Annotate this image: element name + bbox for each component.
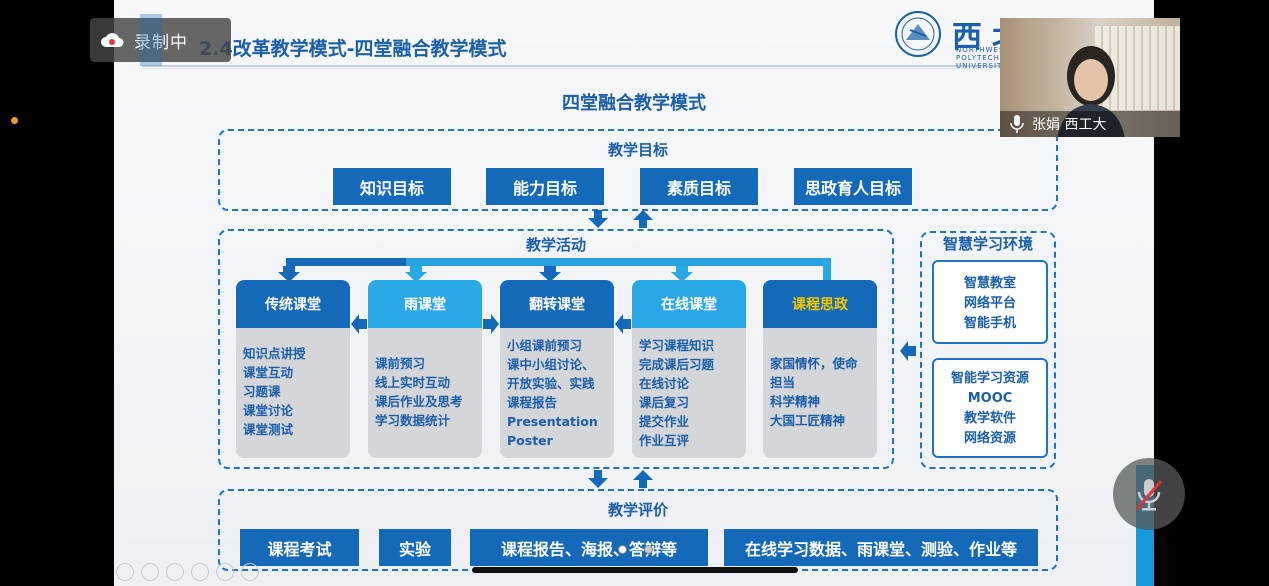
list-item: 智能学习资源 (950, 371, 1029, 386)
evaluation-label: 教学评价 (607, 501, 668, 519)
list-item: 完成课后习题 (639, 357, 715, 372)
list-item: Presentation (507, 414, 598, 429)
list-item: 提交作业 (639, 414, 690, 429)
eval-online-data: 在线学习数据、雨课堂、测验、作业等 (724, 529, 1038, 566)
list-item: 智慧教室 (963, 276, 1016, 291)
list-item: 课前预习 (375, 356, 426, 371)
list-item: 在线讨论 (639, 376, 690, 391)
arrow-left-icon (615, 314, 631, 334)
arrow-down-icon (588, 210, 608, 228)
arrow-right-icon (483, 314, 499, 334)
list-item: 家国情怀，使命 (770, 356, 858, 371)
column-traditional-title: 传统课堂 (236, 280, 350, 328)
arrow-left-icon (351, 314, 367, 334)
column-online-title: 在线课堂 (632, 280, 746, 328)
activities-section (218, 229, 894, 469)
zoom-icon[interactable] (216, 563, 234, 581)
slide-nav-controls[interactable] (116, 563, 259, 581)
horizontal-scrollbar[interactable] (472, 567, 798, 573)
goal-ability: 能力目标 (486, 168, 604, 205)
cloud-icon (100, 32, 124, 48)
column-flipped: 翻转课堂 小组课前预习 课中小组讨论、 开放实验、实践 课程报告 Present… (500, 280, 614, 458)
participant-name-bar: 张娟 西工大 (1000, 111, 1180, 137)
arrow-left-icon (900, 341, 916, 361)
list-item: 习题课 (243, 384, 281, 399)
participant-avatar (1057, 46, 1125, 137)
title-divider (142, 65, 1022, 67)
recording-highlight (140, 14, 162, 66)
list-item: 课程报告 (507, 395, 558, 410)
list-item: 小组课前预习 (507, 338, 583, 353)
slides-icon[interactable] (191, 563, 209, 581)
list-item: 大国工匠精神 (770, 413, 846, 428)
list-item: 科学精神 (770, 394, 821, 409)
microphone-off-icon (1135, 479, 1163, 511)
list-item: 线上实时互动 (375, 375, 451, 390)
list-item: 课堂测试 (243, 422, 294, 437)
arrow-down-icon (588, 470, 608, 488)
participant-name: 张娟 西工大 (1032, 117, 1107, 133)
environment-label: 智慧学习环境 (942, 235, 1033, 253)
list-item: 知识点讲授 (243, 346, 306, 361)
environment-group-hardware: 智慧教室 网络平台 智能手机 (932, 260, 1048, 344)
university-seal-icon (895, 11, 941, 57)
prev-slide-icon[interactable] (116, 563, 134, 581)
recording-indicator[interactable]: 录制中 (90, 14, 231, 66)
slide-title: 2.4改革教学模式-四堂融合教学模式 (199, 38, 507, 60)
recording-label: 录制中 (134, 32, 188, 53)
list-item: 课中小组讨论、 (507, 357, 595, 372)
status-dot (11, 117, 18, 124)
more-icon[interactable] (241, 563, 259, 581)
goal-quality: 素质目标 (640, 168, 758, 205)
list-item: 学习数据统计 (375, 413, 451, 428)
participant-video[interactable]: 张娟 西工大 (1000, 18, 1180, 137)
list-item: 教学软件 (963, 411, 1016, 426)
column-ideological: 课程思政 家国情怀，使命 担当 科学精神 大国工匠精神 (763, 280, 877, 458)
list-item: Poster (507, 433, 553, 448)
title-divider-secondary (142, 68, 1022, 69)
pen-icon[interactable] (166, 563, 184, 581)
column-traditional: 传统课堂 知识点讲授 课堂互动 习题课 课堂讨论 课堂测试 (236, 280, 350, 458)
environment-section (920, 231, 1056, 469)
activities-label: 教学活动 (525, 236, 586, 254)
mute-button[interactable] (1113, 458, 1185, 530)
next-slide-icon[interactable] (141, 563, 159, 581)
list-item: 课后作业及思考 (375, 394, 463, 409)
column-ideological-title: 课程思政 (763, 280, 877, 328)
eval-report: 课程报告、海报、答辩等 (470, 529, 708, 566)
column-rain-classroom: 雨课堂 课前预习 线上实时互动 课后作业及思考 学习数据统计 (368, 280, 482, 458)
list-item: 开放实验、实践 (507, 376, 595, 391)
logo-english-name: NORTHWESTERN POLYTECHNICAL UNIVERSITY (956, 46, 1028, 70)
environment-group-resources: 智能学习资源 MOOC 教学软件 网络资源 (932, 358, 1048, 458)
list-item: 担当 (770, 375, 796, 390)
arrow-up-icon (633, 470, 653, 488)
column-online: 在线课堂 学习课程知识 完成课后习题 在线讨论 课后复习 提交作业 作业互评 (632, 280, 746, 458)
list-item: 作业互评 (639, 433, 690, 448)
goal-knowledge: 知识目标 (333, 168, 451, 205)
list-item: 课堂互动 (243, 365, 294, 380)
list-item: 网络平台 (963, 296, 1016, 311)
presentation-slide: 2.4改革教学模式-四堂融合教学模式 西北工业大学 NORTHWESTERN P… (114, 0, 1154, 586)
eval-exam: 课程考试 (240, 529, 359, 566)
goal-ideological: 思政育人目标 (794, 168, 912, 205)
diagram-title: 四堂融合教学模式 (562, 93, 706, 114)
goals-section (218, 129, 1058, 211)
arrow-up-icon (633, 210, 653, 228)
goals-label: 教学目标 (607, 141, 668, 159)
list-item: 课堂讨论 (243, 403, 294, 418)
list-item: 学习课程知识 (639, 338, 715, 353)
list-item: 智能手机 (963, 316, 1016, 331)
list-item: MOOC (967, 391, 1013, 406)
list-item: 网络资源 (963, 431, 1016, 446)
column-rain-classroom-title: 雨课堂 (368, 280, 482, 328)
column-flipped-title: 翻转课堂 (500, 280, 614, 328)
eval-experiment: 实验 (379, 529, 451, 566)
list-item: 课后复习 (639, 395, 690, 410)
activity-flow-connector (278, 258, 831, 282)
microphone-icon (1010, 115, 1024, 133)
